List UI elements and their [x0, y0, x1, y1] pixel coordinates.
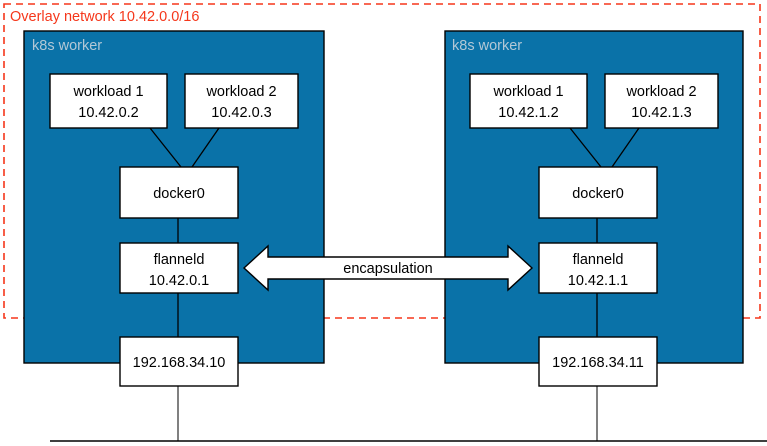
k8s-worker-2-label: k8s worker: [452, 38, 522, 54]
node-w1-host-ip-label: 192.168.34.10: [133, 355, 226, 371]
node-w1-workload1-name: workload 1: [72, 84, 143, 100]
node-w1-flanneld[interactable]: flanneld 10.42.0.1: [119, 242, 239, 294]
node-w1-workload2-box: [184, 73, 299, 129]
node-w2-flanneld[interactable]: flanneld 10.42.1.1: [538, 242, 658, 294]
link-w1-workload2-docker0: [191, 127, 220, 168]
node-w2-workload1-ip: 10.42.1.2: [498, 105, 558, 121]
node-w2-flanneld-ip: 10.42.1.1: [568, 273, 628, 289]
node-w2-docker0[interactable]: docker0: [538, 166, 658, 219]
node-w2-host-ip-label: 192.168.34.11: [552, 355, 644, 371]
node-w1-host-ip-box: [119, 336, 239, 387]
node-w2-flanneld-name: flanneld: [573, 252, 624, 268]
encapsulation-label: encapsulation: [343, 261, 433, 277]
node-w2-workload1-box: [469, 73, 588, 129]
k8s-worker-1-label: k8s worker: [32, 38, 102, 54]
node-w2-workload2-ip: 10.42.1.3: [631, 105, 691, 121]
encapsulation-arrow: [242, 244, 534, 292]
node-w2-workload2-box: [604, 73, 719, 129]
link-w2-workload1-docker0: [569, 127, 602, 168]
node-w1-host-ip[interactable]: 192.168.34.10: [119, 336, 239, 387]
node-w2-host-ip-box: [538, 336, 658, 387]
node-w1-workload2-ip: 10.42.0.3: [211, 105, 271, 121]
node-w2-host-ip[interactable]: 192.168.34.11: [538, 336, 658, 387]
link-w1-workload1-docker0: [149, 127, 182, 168]
node-w1-workload1-ip: 10.42.0.2: [78, 105, 138, 121]
overlay-network-title: Overlay network 10.42.0.0/16: [10, 9, 199, 25]
node-w2-workload2[interactable]: workload 2 10.42.1.3: [604, 73, 719, 129]
node-w1-docker0-name: docker0: [153, 186, 205, 202]
link-w2-workload2-docker0: [611, 127, 640, 168]
node-w2-docker0-box: [538, 166, 658, 219]
node-w1-flanneld-box: [119, 242, 239, 294]
node-w1-workload1[interactable]: workload 1 10.42.0.2: [49, 73, 168, 129]
node-w1-docker0[interactable]: docker0: [119, 166, 239, 219]
node-w1-workload2-name: workload 2: [205, 84, 276, 100]
node-w2-workload1-name: workload 1: [492, 84, 563, 100]
node-w2-workload2-name: workload 2: [625, 84, 696, 100]
node-w1-workload1-box: [49, 73, 168, 129]
node-w1-flanneld-name: flanneld: [154, 252, 205, 268]
overlay-network-boundary: [3, 3, 761, 319]
node-w2-flanneld-box: [538, 242, 658, 294]
node-w1-flanneld-ip: 10.42.0.1: [149, 273, 209, 289]
node-w1-workload2[interactable]: workload 2 10.42.0.3: [184, 73, 299, 129]
node-w2-workload1[interactable]: workload 1 10.42.1.2: [469, 73, 588, 129]
node-w1-docker0-box: [119, 166, 239, 219]
node-w2-docker0-name: docker0: [572, 186, 624, 202]
